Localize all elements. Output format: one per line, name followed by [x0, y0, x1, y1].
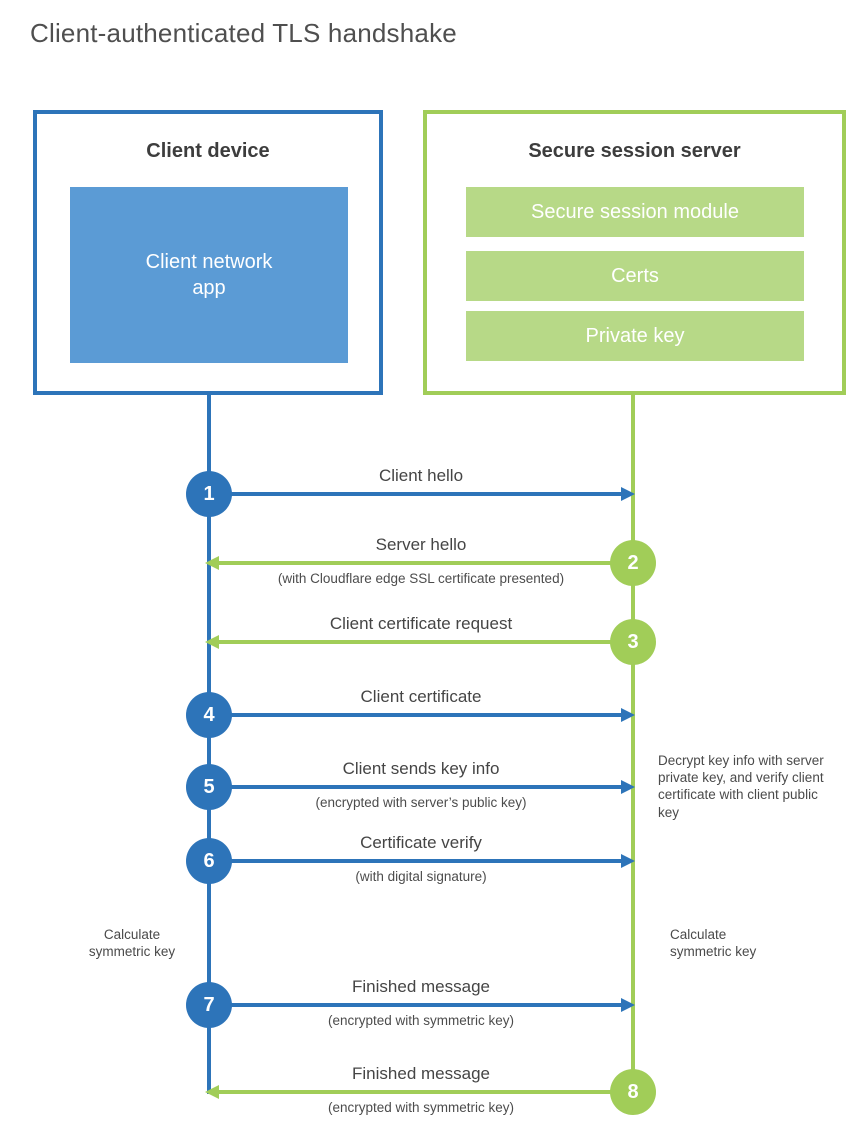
step-5-circle: 5	[186, 764, 232, 810]
message-2-arrow	[205, 556, 633, 570]
message-8-arrow	[205, 1085, 633, 1099]
step-8-circle: 8	[610, 1069, 656, 1115]
message-1-label: Client hello	[378, 466, 464, 485]
message-3-label: Client certificate request	[329, 614, 513, 633]
client-network-app-block: Client network app	[70, 187, 348, 363]
arrowhead-right-icon	[621, 998, 635, 1012]
arrow-line	[209, 785, 622, 789]
message-1-arrow	[209, 487, 635, 501]
arrow-line	[218, 561, 633, 565]
arrowhead-right-icon	[621, 780, 635, 794]
arrowhead-left-icon	[205, 556, 219, 570]
step-3-circle: 3	[610, 619, 656, 665]
message-5-sublabel: (encrypted with server’s public key)	[315, 795, 527, 810]
secure-session-server-box: Secure session server Secure session mod…	[423, 110, 846, 395]
arrow-line	[218, 1090, 633, 1094]
message-8-sublabel: (encrypted with symmetric key)	[327, 1100, 515, 1115]
client-device-title: Client device	[146, 140, 270, 162]
message-5-label: Client sends key info	[342, 759, 500, 778]
secure-session-module-label: Secure session module	[531, 200, 739, 223]
message-7-label: Finished message	[352, 977, 490, 996]
message-8-label: Finished message	[352, 1064, 490, 1083]
arrow-line	[218, 640, 633, 644]
arrow-line	[209, 492, 622, 496]
arrowhead-right-icon	[621, 854, 635, 868]
certs-bar: Certs	[466, 251, 804, 301]
message-7-arrow	[209, 998, 635, 1012]
secure-session-server-title: Secure session server	[528, 140, 741, 162]
step-4-circle: 4	[186, 692, 232, 738]
step-7-circle: 7	[186, 982, 232, 1028]
arrowhead-right-icon	[621, 708, 635, 722]
message-6-sublabel: (with digital signature)	[355, 869, 487, 884]
arrowhead-right-icon	[621, 487, 635, 501]
page-title: Client-authenticated TLS handshake	[30, 18, 457, 48]
arrow-line	[209, 1003, 622, 1007]
arrow-line	[209, 859, 622, 863]
message-3-arrow	[205, 635, 633, 649]
arrowhead-left-icon	[205, 1085, 219, 1099]
message-4-label: Client certificate	[360, 687, 482, 706]
step-2-circle: 2	[610, 540, 656, 586]
message-2-sublabel: (with Cloudflare edge SSL certificate pr…	[277, 571, 565, 586]
message-6-arrow	[209, 854, 635, 868]
step-6-circle: 6	[186, 838, 232, 884]
client-network-app-label: Client network app	[145, 251, 273, 299]
arrow-line	[209, 713, 622, 717]
client-lifeline	[207, 391, 211, 1094]
private-key-label: Private key	[585, 324, 685, 347]
client-device-box: Client device Client network app	[33, 110, 383, 395]
message-7-sublabel: (encrypted with symmetric key)	[327, 1013, 515, 1028]
calculate-symmetric-key-right-note: Calculate symmetric key	[670, 927, 757, 960]
step-1-circle: 1	[186, 471, 232, 517]
message-4-arrow	[209, 708, 635, 722]
arrowhead-left-icon	[205, 635, 219, 649]
decrypt-note: Decrypt key info with server private key…	[658, 753, 824, 820]
message-5-arrow	[209, 780, 635, 794]
certs-label: Certs	[611, 264, 659, 287]
message-6-label: Certificate verify	[360, 833, 482, 852]
server-lifeline	[631, 391, 635, 1094]
private-key-bar: Private key	[466, 311, 804, 361]
secure-session-module-bar: Secure session module	[466, 187, 804, 237]
calculate-symmetric-key-left-note: Calculate symmetric key	[88, 927, 176, 960]
message-2-label: Server hello	[375, 535, 467, 554]
